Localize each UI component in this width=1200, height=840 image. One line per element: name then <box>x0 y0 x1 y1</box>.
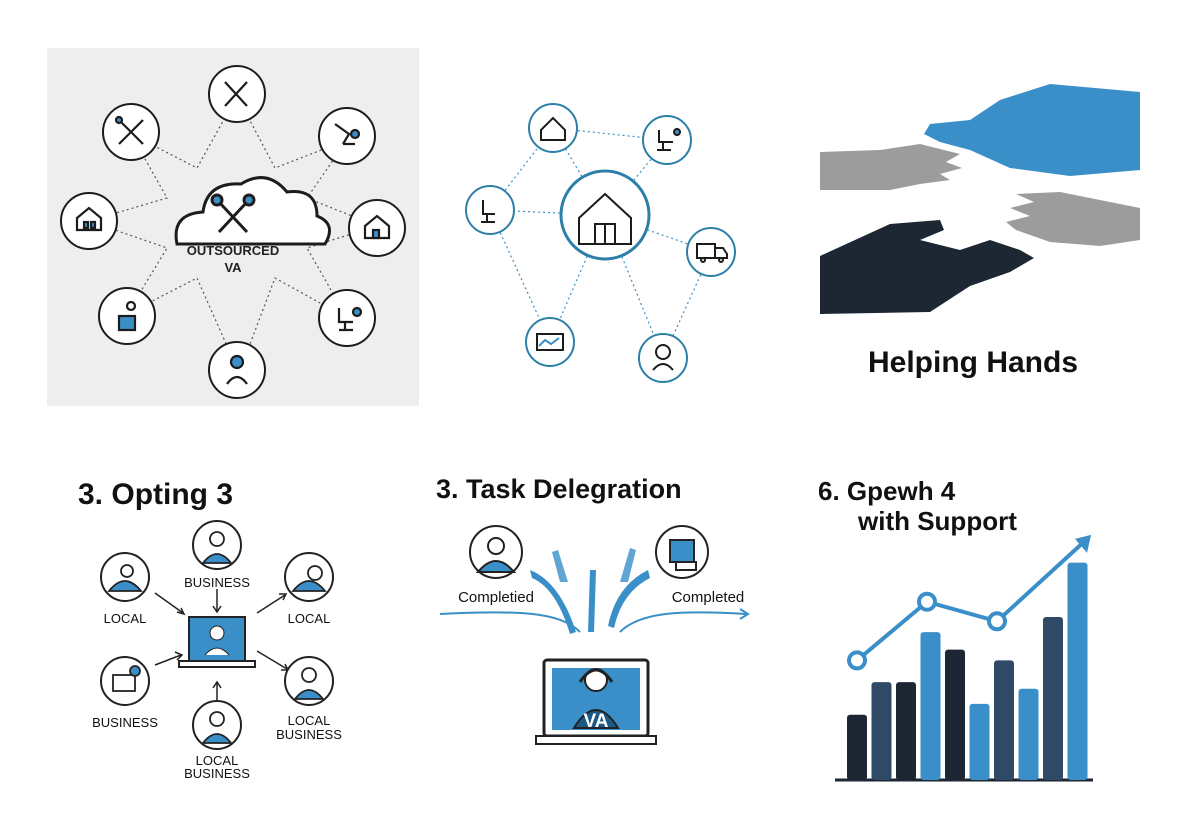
bar-2 <box>871 682 892 780</box>
delegation-strokes <box>530 548 650 634</box>
video-icon <box>536 333 564 351</box>
house-network-diagram <box>455 90 755 390</box>
grey-hand-right-icon <box>1006 192 1140 246</box>
node-label-left-bottom: BUSINESS <box>92 715 158 730</box>
chair-icon <box>657 128 681 151</box>
va-laptop-icon <box>535 658 657 745</box>
person-icon <box>201 531 233 564</box>
tools-icon <box>114 115 144 145</box>
bar-8 <box>1018 688 1039 780</box>
house-icon <box>578 192 632 245</box>
house-icon <box>363 214 391 240</box>
person-icon <box>293 667 325 700</box>
person-icon <box>201 711 233 744</box>
grey-hand-left-icon <box>820 144 962 190</box>
bar-7 <box>994 660 1014 780</box>
satellite-icons <box>60 65 406 399</box>
bar-1 <box>847 714 867 780</box>
house-icon <box>540 116 566 141</box>
center-label-line2: VA <box>224 260 242 275</box>
task-delegation-diagram: Completied Completed VA <box>439 522 760 752</box>
chair-icon <box>337 306 363 332</box>
node-label-left-top: LOCAL <box>104 611 147 626</box>
bar-9 <box>1043 616 1063 780</box>
person-icon <box>652 344 674 371</box>
calendar-icon <box>112 665 141 692</box>
node-label-right-bottom-line2: BUSINESS <box>276 727 342 742</box>
node-label-right-bottom-line1: LOCAL <box>288 713 331 728</box>
connector-lines <box>87 95 379 375</box>
growth-title-line1: 6. Gpewh 4 <box>818 476 956 506</box>
node-label-right-top: LOCAL <box>288 611 331 626</box>
blue-hand-icon <box>924 84 1140 176</box>
tools-icon <box>210 193 256 234</box>
cloud-shape <box>174 176 331 246</box>
podium-icon <box>117 300 137 332</box>
bar-10 <box>1067 562 1088 780</box>
opting-network-diagram: BUSINESS LOCAL LOCAL BUSINESS LOCAL BUSI… <box>92 515 355 785</box>
house-icon <box>75 206 103 232</box>
trend-point-2 <box>917 591 937 612</box>
helping-hands-title: Helping Hands <box>868 346 1079 379</box>
growth-title-line2: with Support <box>858 506 1017 536</box>
task-delegation-title: 3. Task Delegration <box>436 474 682 504</box>
bar-3 <box>896 682 916 780</box>
person-icon <box>226 354 248 385</box>
opting-title: 3. Opting 3 <box>78 478 234 511</box>
laptop-icon <box>178 616 256 668</box>
outsourced-va-diagram: OUTSOURCED VA <box>47 48 419 406</box>
node-label-bottom-line1: LOCAL <box>196 753 239 768</box>
bar-4 <box>920 632 941 780</box>
hand-icon <box>291 565 327 592</box>
bar-6 <box>969 703 990 780</box>
helping-hands-illustration <box>820 80 1150 320</box>
center-label-line1: OUTSOURCED <box>187 243 279 258</box>
trend-point-3 <box>987 611 1007 632</box>
document-icon <box>655 525 709 579</box>
wrench-icon <box>224 81 248 107</box>
trend-arrowhead <box>1075 534 1091 553</box>
desk-lamp-icon <box>334 123 361 146</box>
truck-icon <box>696 243 728 263</box>
chair-icon <box>481 200 495 223</box>
gear-icon <box>107 564 143 592</box>
node-label-bottom-line2: BUSINESS <box>184 766 250 781</box>
bar-5 <box>945 649 965 780</box>
left-status-label: Completied <box>458 589 534 606</box>
trend-point-1 <box>847 650 867 671</box>
person-icon <box>469 525 523 579</box>
laptop-va-label: VA <box>584 711 609 732</box>
trend-line <box>855 539 1087 662</box>
black-hand-icon <box>820 220 1034 314</box>
right-status-label: Completed <box>672 589 745 606</box>
node-label-top: BUSINESS <box>184 575 250 590</box>
growth-chart <box>835 520 1105 790</box>
connector-arrows <box>154 589 290 705</box>
